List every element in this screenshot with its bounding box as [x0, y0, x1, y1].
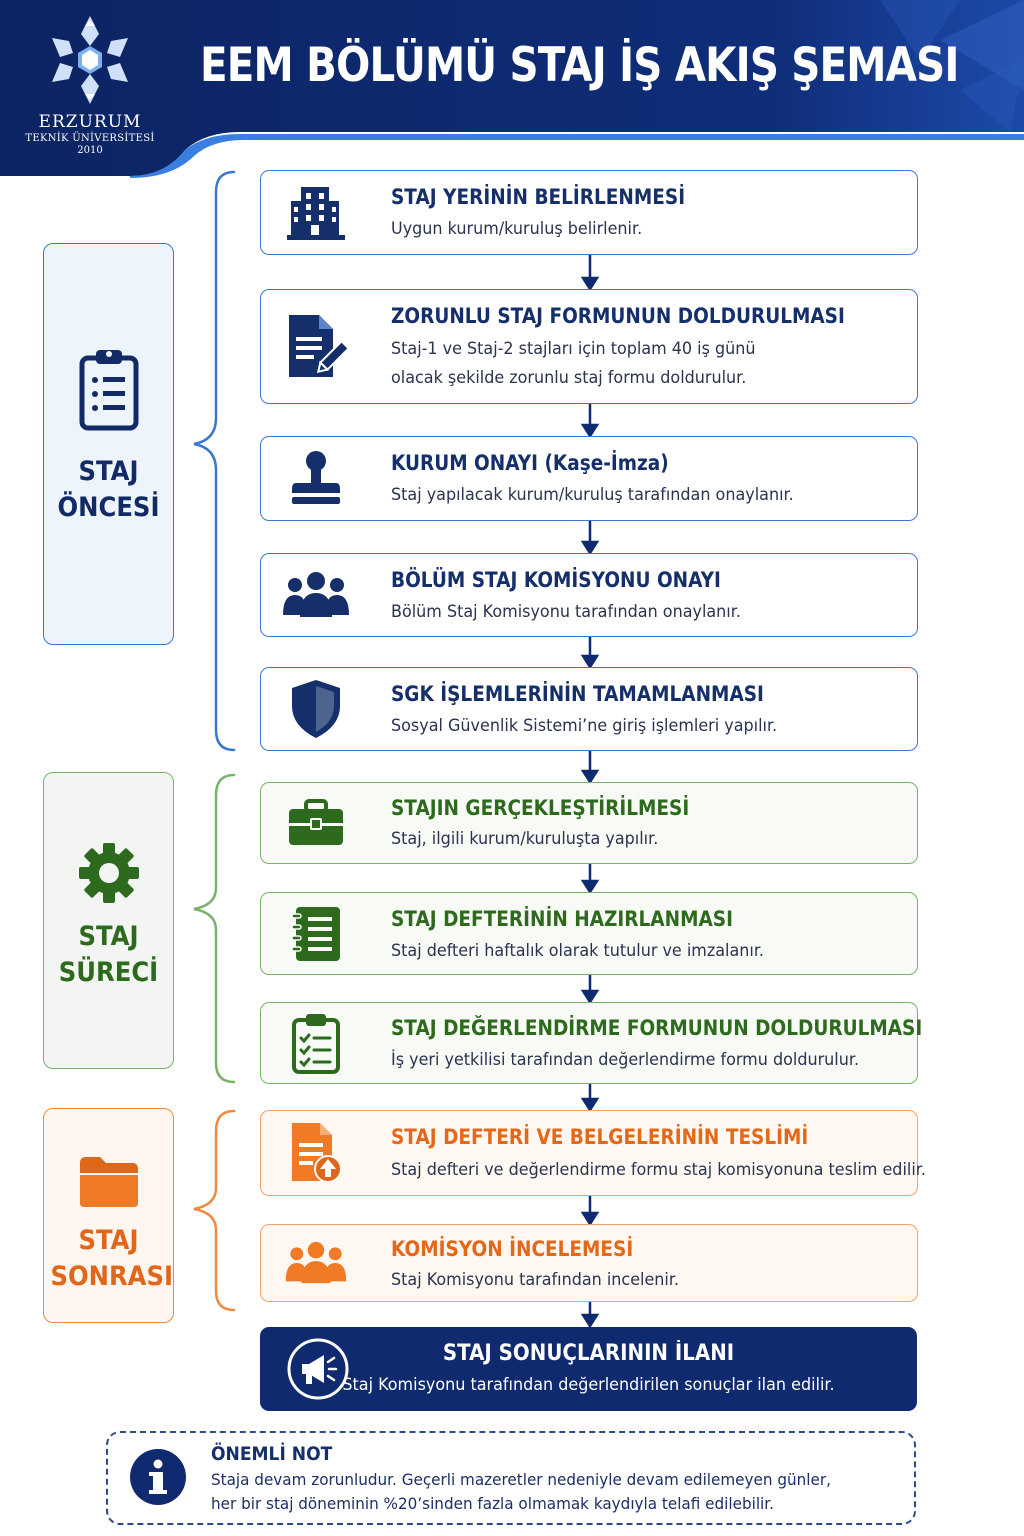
gear-icon — [44, 841, 173, 905]
building-icon — [283, 171, 349, 254]
notebook-icon — [283, 893, 349, 974]
phase-staj-oncesi: STAJ ÖNCESİ — [43, 243, 174, 645]
step-description: Sosyal Güvenlik Sistemi’ne giriş işlemle… — [391, 716, 778, 736]
folder-icon — [44, 1155, 173, 1209]
note-line2: her bir staj döneminin %20’sinden fazla … — [211, 1494, 774, 1513]
step-staj-yeri: STAJ YERİNİN BELİRLENMESİ Uygun kurum/ku… — [260, 170, 918, 255]
step-description: Staj defteri haftalık olarak tutulur ve … — [391, 941, 765, 961]
group-icon — [283, 1225, 349, 1301]
step-description: Staj defteri ve değerlendirme formu staj… — [391, 1160, 926, 1180]
step-title: STAJ DEĞERLENDİRME FORMUNUN DOLDURULMASI — [391, 1016, 923, 1040]
step-title: STAJ YERİNİN BELİRLENMESİ — [391, 185, 686, 209]
step-title: ZORUNLU STAJ FORMUNUN DOLDURULMASI — [391, 304, 845, 328]
clipboard-icon — [44, 348, 173, 432]
step-zorunlu-staj-formu: ZORUNLU STAJ FORMUNUN DOLDURULMASI Staj-… — [260, 289, 918, 404]
step-title: STAJ DEFTERİ VE BELGELERİNİN TESLİMİ — [391, 1125, 809, 1149]
step-bolum-staj-komisyonu: BÖLÜM STAJ KOMİSYONU ONAYI Bölüm Staj Ko… — [260, 553, 918, 637]
step-description: Staj Komisyonu tarafından incelenir. — [391, 1270, 680, 1290]
step-title: BÖLÜM STAJ KOMİSYONU ONAYI — [391, 568, 721, 592]
step-title: KURUM ONAYI (Kaşe-İmza) — [391, 451, 669, 475]
step-description: Staj-1 ve Staj-2 stajları için toplam 40… — [391, 339, 756, 359]
phase-label-line2: ÖNCESİ — [57, 492, 160, 523]
document-upload-icon — [283, 1111, 349, 1195]
important-note: ÖNEMLİ NOT Staja devam zorunludur. Geçer… — [106, 1431, 916, 1525]
logo-name: ERZURUM — [38, 112, 142, 132]
snowflake-logo-icon — [52, 16, 128, 104]
step-description-line2: olacak şekilde zorunlu staj formu doldur… — [391, 368, 747, 388]
megaphone-icon — [286, 1337, 350, 1405]
step-description: Bölüm Staj Komisyonu tarafından onaylanı… — [391, 602, 741, 622]
stamp-icon — [283, 437, 349, 520]
page-title: EEM BÖLÜMÜ STAJ İŞ AKIŞ ŞEMASI — [200, 38, 959, 93]
phase-label-line2: SONRASI — [50, 1261, 174, 1292]
step-komisyon-incelemesi: KOMİSYON İNCELEMESİ Staj Komisyonu taraf… — [260, 1224, 918, 1302]
header: ERZURUM TEKNİK ÜNİVERSİTESİ 2010 EEM BÖL… — [0, 0, 1024, 178]
header-background — [0, 0, 1024, 178]
checklist-icon — [283, 1003, 349, 1083]
step-description: İş yeri yetkilisi tarafından değerlendir… — [391, 1050, 860, 1070]
step-degerlendirme-formu: STAJ DEĞERLENDİRME FORMUNUN DOLDURULMASI… — [260, 1002, 922, 1084]
brace-staj-sonrasi — [193, 1109, 236, 1312]
phase-label-line2: SÜRECİ — [58, 957, 159, 988]
phase-label-line1: STAJ — [78, 921, 139, 952]
step-title: KOMİSYON İNCELEMESİ — [391, 1237, 634, 1261]
step-staj-defteri: STAJ DEFTERİNİN HAZIRLANMASI Staj defter… — [260, 892, 918, 975]
step-sgk-islemleri: SGK İŞLEMLERİNİN TAMAMLANMASI Sosyal Güv… — [260, 667, 918, 751]
step-description: Staj yapılacak kurum/kuruluş tarafından … — [391, 485, 794, 505]
shield-icon — [283, 668, 349, 750]
info-icon — [128, 1447, 188, 1511]
step-defter-teslimi: STAJ DEFTERİ VE BELGELERİNİN TESLİMİ Sta… — [260, 1110, 926, 1196]
document-edit-icon — [283, 290, 349, 403]
final-title: STAJ SONUÇLARININ İLANI — [442, 1341, 735, 1366]
phase-label-line1: STAJ — [78, 456, 139, 487]
note-line1: Staja devam zorunludur. Geçerli mazeretl… — [211, 1470, 831, 1489]
group-icon — [283, 554, 349, 636]
logo-subtitle: TEKNİK ÜNİVERSİTESİ — [25, 133, 155, 144]
step-title: SGK İŞLEMLERİNİN TAMAMLANMASI — [391, 682, 764, 706]
phase-staj-sonrasi: STAJ SONRASI — [43, 1108, 174, 1323]
brace-staj-oncesi — [193, 170, 236, 752]
final-description: Staj Komisyonu tarafından değerlendirile… — [342, 1375, 835, 1395]
step-title: STAJIN GERÇEKLEŞTİRİLMESİ — [391, 796, 690, 820]
final-step-results: STAJ SONUÇLARININ İLANI Staj Komisyonu t… — [260, 1327, 917, 1411]
note-text: Staja devam zorunludur. Geçerli mazeretl… — [211, 1468, 831, 1516]
note-title: ÖNEMLİ NOT — [211, 1443, 333, 1465]
logo-year: 2010 — [77, 145, 103, 156]
phase-staj-sureci: STAJ SÜRECİ — [43, 772, 174, 1069]
briefcase-icon — [283, 783, 349, 863]
step-description: Uygun kurum/kuruluş belirlenir. — [391, 219, 643, 239]
step-title: STAJ DEFTERİNİN HAZIRLANMASI — [391, 907, 733, 931]
brace-staj-sureci — [193, 773, 236, 1084]
step-description: Staj, ilgili kurum/kuruluşta yapılır. — [391, 829, 659, 849]
university-logo: ERZURUM TEKNİK ÜNİVERSİTESİ 2010 — [22, 12, 158, 172]
phase-label-line1: STAJ — [78, 1225, 139, 1256]
step-stajin-gerceklestirilmesi: STAJIN GERÇEKLEŞTİRİLMESİ Staj, ilgili k… — [260, 782, 918, 864]
step-kurum-onayi: KURUM ONAYI (Kaşe-İmza) Staj yapılacak k… — [260, 436, 918, 521]
